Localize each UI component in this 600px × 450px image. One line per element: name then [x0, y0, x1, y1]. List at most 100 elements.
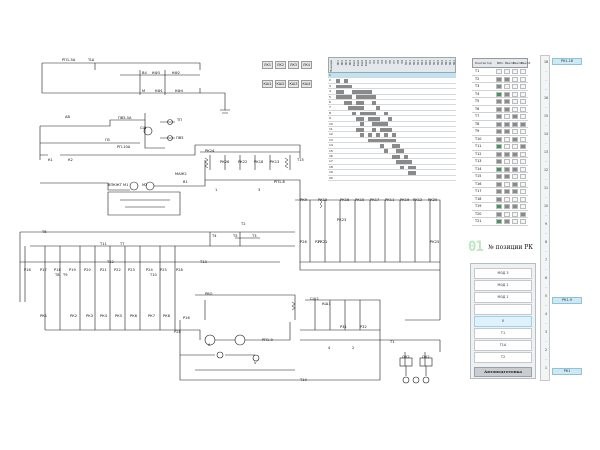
- rk-scale-mark: 9: [544, 222, 548, 226]
- key-button-kb8[interactable]: КШ4: [301, 80, 312, 88]
- schematic-label-pvd: РП1-9: [262, 338, 273, 342]
- position-cell-active: [384, 122, 388, 127]
- schematic-label-p28: Р28: [176, 268, 183, 272]
- position-cell-active: [344, 84, 348, 89]
- controller-position-c4[interactable]: [474, 304, 532, 315]
- schematic-label-pk20: РК20: [428, 198, 438, 202]
- contactor-state-cell: [496, 136, 502, 142]
- key-button-kb2[interactable]: ЛК2: [275, 61, 286, 69]
- contactor-state-cell: [512, 76, 518, 82]
- contactor-state-cell: [496, 121, 502, 127]
- position-column-header: П18: [437, 60, 440, 66]
- schematic-label-pk8: РК8: [163, 314, 171, 318]
- contactor-state-cell: [520, 211, 526, 217]
- schematic-label-p20: Р20: [84, 268, 91, 272]
- key-button-kb3[interactable]: ЛК3: [288, 61, 299, 69]
- position-cell-active: [388, 127, 392, 132]
- contactor-state-cell: [504, 204, 510, 209]
- position-row: 10: [328, 122, 456, 127]
- contactor-name: Т21: [475, 219, 482, 223]
- controller-position-c5[interactable]: 0: [474, 316, 532, 327]
- schematic-label-pk13: РК13: [270, 160, 280, 164]
- key-button-kb7[interactable]: КШ3: [288, 80, 299, 88]
- position-row-label: 2: [329, 78, 331, 83]
- position-cell-active: [356, 95, 360, 100]
- position-row-label: 15: [329, 148, 333, 153]
- contactor-name: Т4: [475, 91, 480, 96]
- rk-scale-mark: -: [545, 231, 547, 235]
- controller-position-c6[interactable]: Т1: [474, 328, 532, 339]
- schematic-label-pk6: РК6: [130, 314, 138, 318]
- contactor-row: Т21: [472, 218, 528, 226]
- position-row: 20: [328, 176, 456, 181]
- contactor-state-cell: [512, 219, 518, 224]
- schematic-label-volt: V: [254, 361, 257, 365]
- position-row-label: 6: [329, 100, 331, 104]
- key-button-kb1[interactable]: ЛК1: [262, 61, 273, 69]
- position-cell-active: [336, 79, 340, 83]
- position-row-label: 18: [329, 164, 333, 169]
- schematic-label-pk18: РК18: [254, 160, 264, 164]
- position-column-header: П9: [401, 60, 404, 64]
- position-cell-active: [360, 122, 364, 127]
- schematic-label-t5: Т5: [233, 234, 238, 238]
- contactor-state-cell: [520, 121, 526, 127]
- rk-tag-rt3[interactable]: РК1: [552, 368, 582, 375]
- schematic-label-t13: Т13: [200, 260, 207, 264]
- rk-scale-mark: -: [545, 195, 547, 199]
- contactor-state-cell: [520, 106, 526, 112]
- schematic-label-p16: Р16: [24, 268, 31, 272]
- position-row-label: 17: [329, 159, 333, 164]
- contactor-row: Т1: [472, 68, 528, 76]
- contactor-state-cell: [504, 121, 510, 127]
- position-cell-active: [384, 149, 388, 154]
- position-column-header: П19: [441, 60, 444, 66]
- position-row-label: 12: [329, 132, 333, 137]
- contactor-state-cell: [520, 91, 526, 97]
- position-cell-active: [380, 143, 384, 148]
- rk-tag-rt1[interactable]: РК1-18: [552, 58, 582, 65]
- rk-scale-mark: 1: [544, 366, 548, 370]
- autopreparation-button[interactable]: Автоподготовка: [474, 367, 532, 377]
- controller-position-c1[interactable]: М0Д 3: [474, 268, 532, 279]
- vvkl2-header: Ввкл2: [513, 61, 523, 65]
- schematic-label-t14: Т14: [300, 378, 307, 382]
- schematic-label-p31: Р31: [340, 325, 347, 329]
- contactor-state-cell: [496, 196, 502, 202]
- controller-position-c7[interactable]: Т1А: [474, 340, 532, 351]
- contactor-name: Т5: [475, 99, 480, 103]
- schematic-label-tsh2: ТП: [177, 118, 182, 122]
- key-button-kb4[interactable]: ЛК4: [301, 61, 312, 69]
- contactor-state-cell: [512, 189, 518, 194]
- position-cell-active: [352, 106, 356, 110]
- rk-scale-mark: -: [545, 141, 547, 145]
- key-button-kb6[interactable]: КШ2: [275, 80, 286, 88]
- key-button-kb5[interactable]: КШ1: [262, 80, 273, 88]
- controller-position-c8[interactable]: Т2: [474, 352, 532, 363]
- contactor-row: Т10: [472, 136, 528, 143]
- position-cell-active: [336, 89, 340, 94]
- position-row: 9: [328, 116, 456, 122]
- contactor-state-cell: [496, 151, 502, 157]
- contactor-state-cell: [512, 166, 518, 172]
- rk-scale-mark: -: [545, 78, 547, 82]
- controller-position-c2[interactable]: М0Д 2: [474, 280, 532, 291]
- schematic-label-rvo: РВО: [205, 292, 213, 296]
- position-cell-active: [396, 160, 400, 164]
- rk-scale-mark: 4: [544, 312, 548, 316]
- position-cell-active: [340, 84, 344, 89]
- position-indicator: 01 № позиции РК: [468, 239, 548, 256]
- rk-scale-mark: -: [545, 105, 547, 109]
- contactor-state-cell: [520, 219, 526, 224]
- position-row: 19: [328, 170, 456, 176]
- position-row-label: 20: [329, 175, 333, 180]
- contactor-row: Т6: [472, 106, 528, 113]
- controller-position-c3[interactable]: М0Д 1: [474, 292, 532, 303]
- position-cell-active: [372, 122, 376, 127]
- contactor-state-cell: [496, 84, 502, 89]
- rk-tag-rt2[interactable]: РК1-9: [552, 297, 582, 304]
- schematic-label-p16b: Р16: [183, 316, 190, 320]
- contactor-state-cell: [512, 159, 518, 164]
- position-cell-active: [372, 100, 376, 105]
- contactor-row: Т9: [472, 128, 528, 136]
